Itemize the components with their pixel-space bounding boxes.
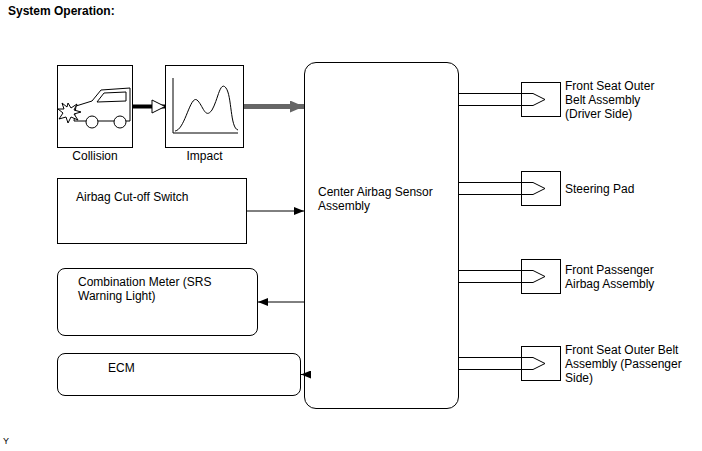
node-label: ECM — [108, 361, 248, 375]
node-label: Steering Pad — [565, 182, 695, 196]
squib-box: Front Seat Outer Belt Assembly (Driver S… — [521, 82, 561, 117]
arrow-line — [247, 211, 304, 212]
signal-arrow — [133, 106, 165, 107]
graph-axes — [173, 78, 238, 133]
input-box: Airbag Cut-off Switch — [57, 178, 247, 244]
double-wire — [459, 188, 521, 189]
wire-inner — [459, 271, 521, 282]
sensor-box: Center Airbag Sensor Assembly — [304, 62, 459, 409]
car-wheel — [114, 116, 126, 128]
wire-inner — [459, 358, 521, 369]
car-window — [97, 92, 126, 102]
squib-symbol — [521, 183, 545, 195]
title: System Operation: — [8, 4, 115, 18]
wire-outer — [459, 182, 521, 195]
squib-box: Steering Pad — [521, 171, 561, 206]
node-label: Center Airbag Sensor Assembly — [318, 185, 443, 213]
signal-arrow — [258, 302, 304, 303]
node-label: Collision — [72, 149, 117, 163]
output-box: Combination Meter (SRS Warning Light) — [57, 268, 258, 336]
arrow-line — [244, 104, 304, 109]
wire-outer — [459, 357, 521, 370]
wire-outer — [459, 93, 521, 106]
illustration-box: Impact — [165, 65, 244, 148]
double-wire — [459, 276, 521, 277]
double-wire — [459, 363, 521, 364]
node-label: Impact — [186, 149, 222, 163]
squib-symbol — [521, 358, 545, 370]
wire-inner — [459, 94, 521, 105]
double-wire — [459, 99, 521, 100]
graph-curve — [175, 86, 238, 131]
car-wheel — [86, 116, 98, 128]
squib-symbol — [521, 94, 545, 106]
wire-outer — [459, 270, 521, 283]
impact-burst — [58, 103, 81, 123]
node-label: Combination Meter (SRS Warning Light) — [78, 275, 228, 303]
figure-code: Y — [3, 436, 9, 446]
node-label: Airbag Cut-off Switch — [76, 190, 226, 204]
arrow-line — [133, 105, 165, 109]
squib-symbol — [521, 271, 545, 283]
output-box: ECM — [57, 353, 301, 396]
squib-box: Front Passenger Airbag Assembly — [521, 259, 561, 294]
arrow-line — [258, 302, 304, 303]
node-label: Front Passenger Airbag Assembly — [565, 263, 675, 291]
wire-inner — [459, 183, 521, 194]
illustration-box: Collision — [57, 65, 133, 148]
squib-box: Front Seat Outer Belt Assembly (Passenge… — [521, 346, 561, 381]
signal-arrow — [247, 211, 304, 212]
node-label: Front Seat Outer Belt Assembly (Driver S… — [565, 79, 665, 121]
signal-arrow — [244, 106, 304, 107]
node-label: Front Seat Outer Belt Assembly (Passenge… — [565, 343, 690, 385]
